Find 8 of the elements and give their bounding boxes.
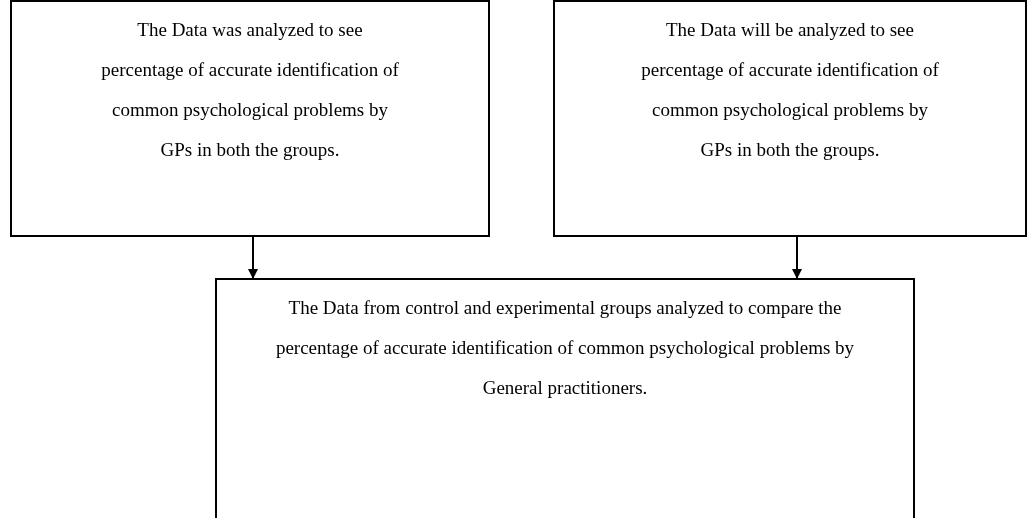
- arrow: [248, 236, 258, 279]
- arrow: [792, 236, 802, 279]
- process-box: [553, 0, 1027, 237]
- box-text: The Data from control and experimental groups analyzed to compare the percentage of accurate identification of common psychological problems by General practitioners.: [274, 296, 856, 400]
- process-box: [10, 0, 490, 237]
- box-text: The Data was analyzed to see percentage of accurate identification of common psychological problems by GPs in both the groups.: [100, 18, 400, 162]
- process-box: [215, 278, 915, 518]
- box-text: The Data will be analyzed to see percentage of accurate identification of common psychological problems by GPs in both the groups.: [640, 18, 940, 162]
